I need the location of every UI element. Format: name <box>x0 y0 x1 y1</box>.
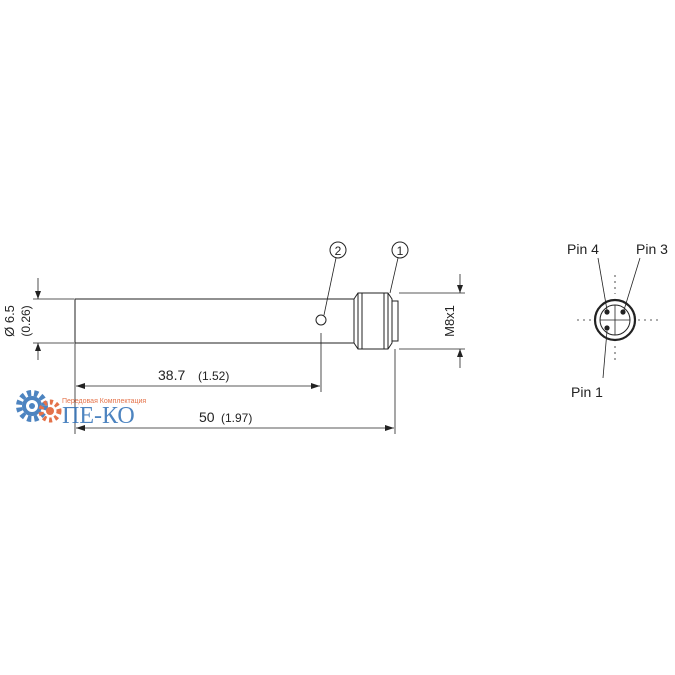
pin1-label: Pin 1 <box>571 384 603 400</box>
led-distance-value: 38.7 <box>158 367 185 383</box>
pin3-label: Pin 3 <box>636 241 668 257</box>
watermark-tagline: Передовая Комплектация <box>62 398 146 405</box>
watermark-logo: ПЕ-КО Передовая Комплектация <box>16 390 146 429</box>
led-hole <box>315 314 327 326</box>
callout-led: 2 <box>323 241 347 316</box>
pinout-diagram: Pin 4 Pin 3 Pin 1 <box>567 241 668 400</box>
diameter-label: Ø 6.5 <box>2 305 17 337</box>
thread-label: M8x1 <box>442 305 457 337</box>
callout-connector-number: 1 <box>397 244 404 258</box>
pin4-contact <box>604 309 610 315</box>
connector-thread <box>353 292 399 350</box>
gear-icon <box>16 390 62 423</box>
pin4-label: Pin 4 <box>567 241 599 257</box>
callout-led-number: 2 <box>335 244 342 258</box>
sensor-body <box>74 298 355 344</box>
thread-dimension: M8x1 <box>399 274 465 368</box>
watermark-brand: ПЕ-КО <box>62 403 135 429</box>
diameter-dimension: Ø 6.5 (0.26) <box>2 278 74 360</box>
pin3-contact <box>620 309 626 315</box>
pin1-contact <box>604 325 610 331</box>
overall-length-dimension: 50 (1.97) <box>76 409 394 431</box>
overall-length-value: 50 <box>199 409 215 425</box>
led-distance-dimension: 38.7 (1.52) <box>76 367 320 389</box>
led-distance-inch: (1.52) <box>198 369 229 383</box>
diameter-inch-label: (0.26) <box>19 305 33 336</box>
overall-length-inch: (1.97) <box>221 411 252 425</box>
callout-connector: 1 <box>389 241 409 294</box>
